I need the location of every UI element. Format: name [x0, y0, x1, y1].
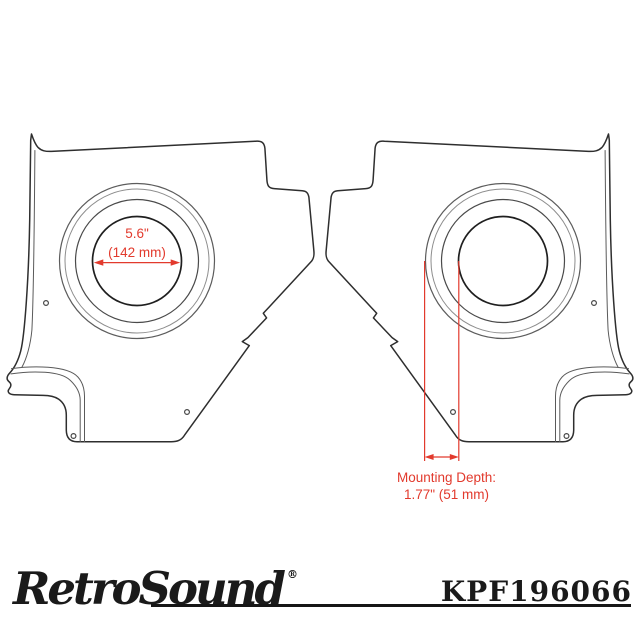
retrosound-logo-text: RetroSound: [13, 562, 286, 615]
mounting-depth-label: Mounting Depth:: [396, 470, 497, 485]
speaker-diameter-mm-label: (142 mm): [108, 245, 166, 260]
registered-trademark-symbol: ®: [286, 568, 298, 581]
mounting-depth-dimension-lines: [424, 261, 460, 461]
speaker-diameter-inches-label: 5.6": [125, 226, 149, 241]
part-number: KPF196066: [440, 575, 632, 608]
right-kick-panel: [325, 133, 634, 443]
mounting-depth-value: 1.77" (51 mm): [403, 487, 490, 502]
footer-rule-line: [151, 604, 631, 607]
speaker-diameter-dimension-arrow: [93, 259, 181, 266]
left-kick-panel: [6, 133, 315, 443]
